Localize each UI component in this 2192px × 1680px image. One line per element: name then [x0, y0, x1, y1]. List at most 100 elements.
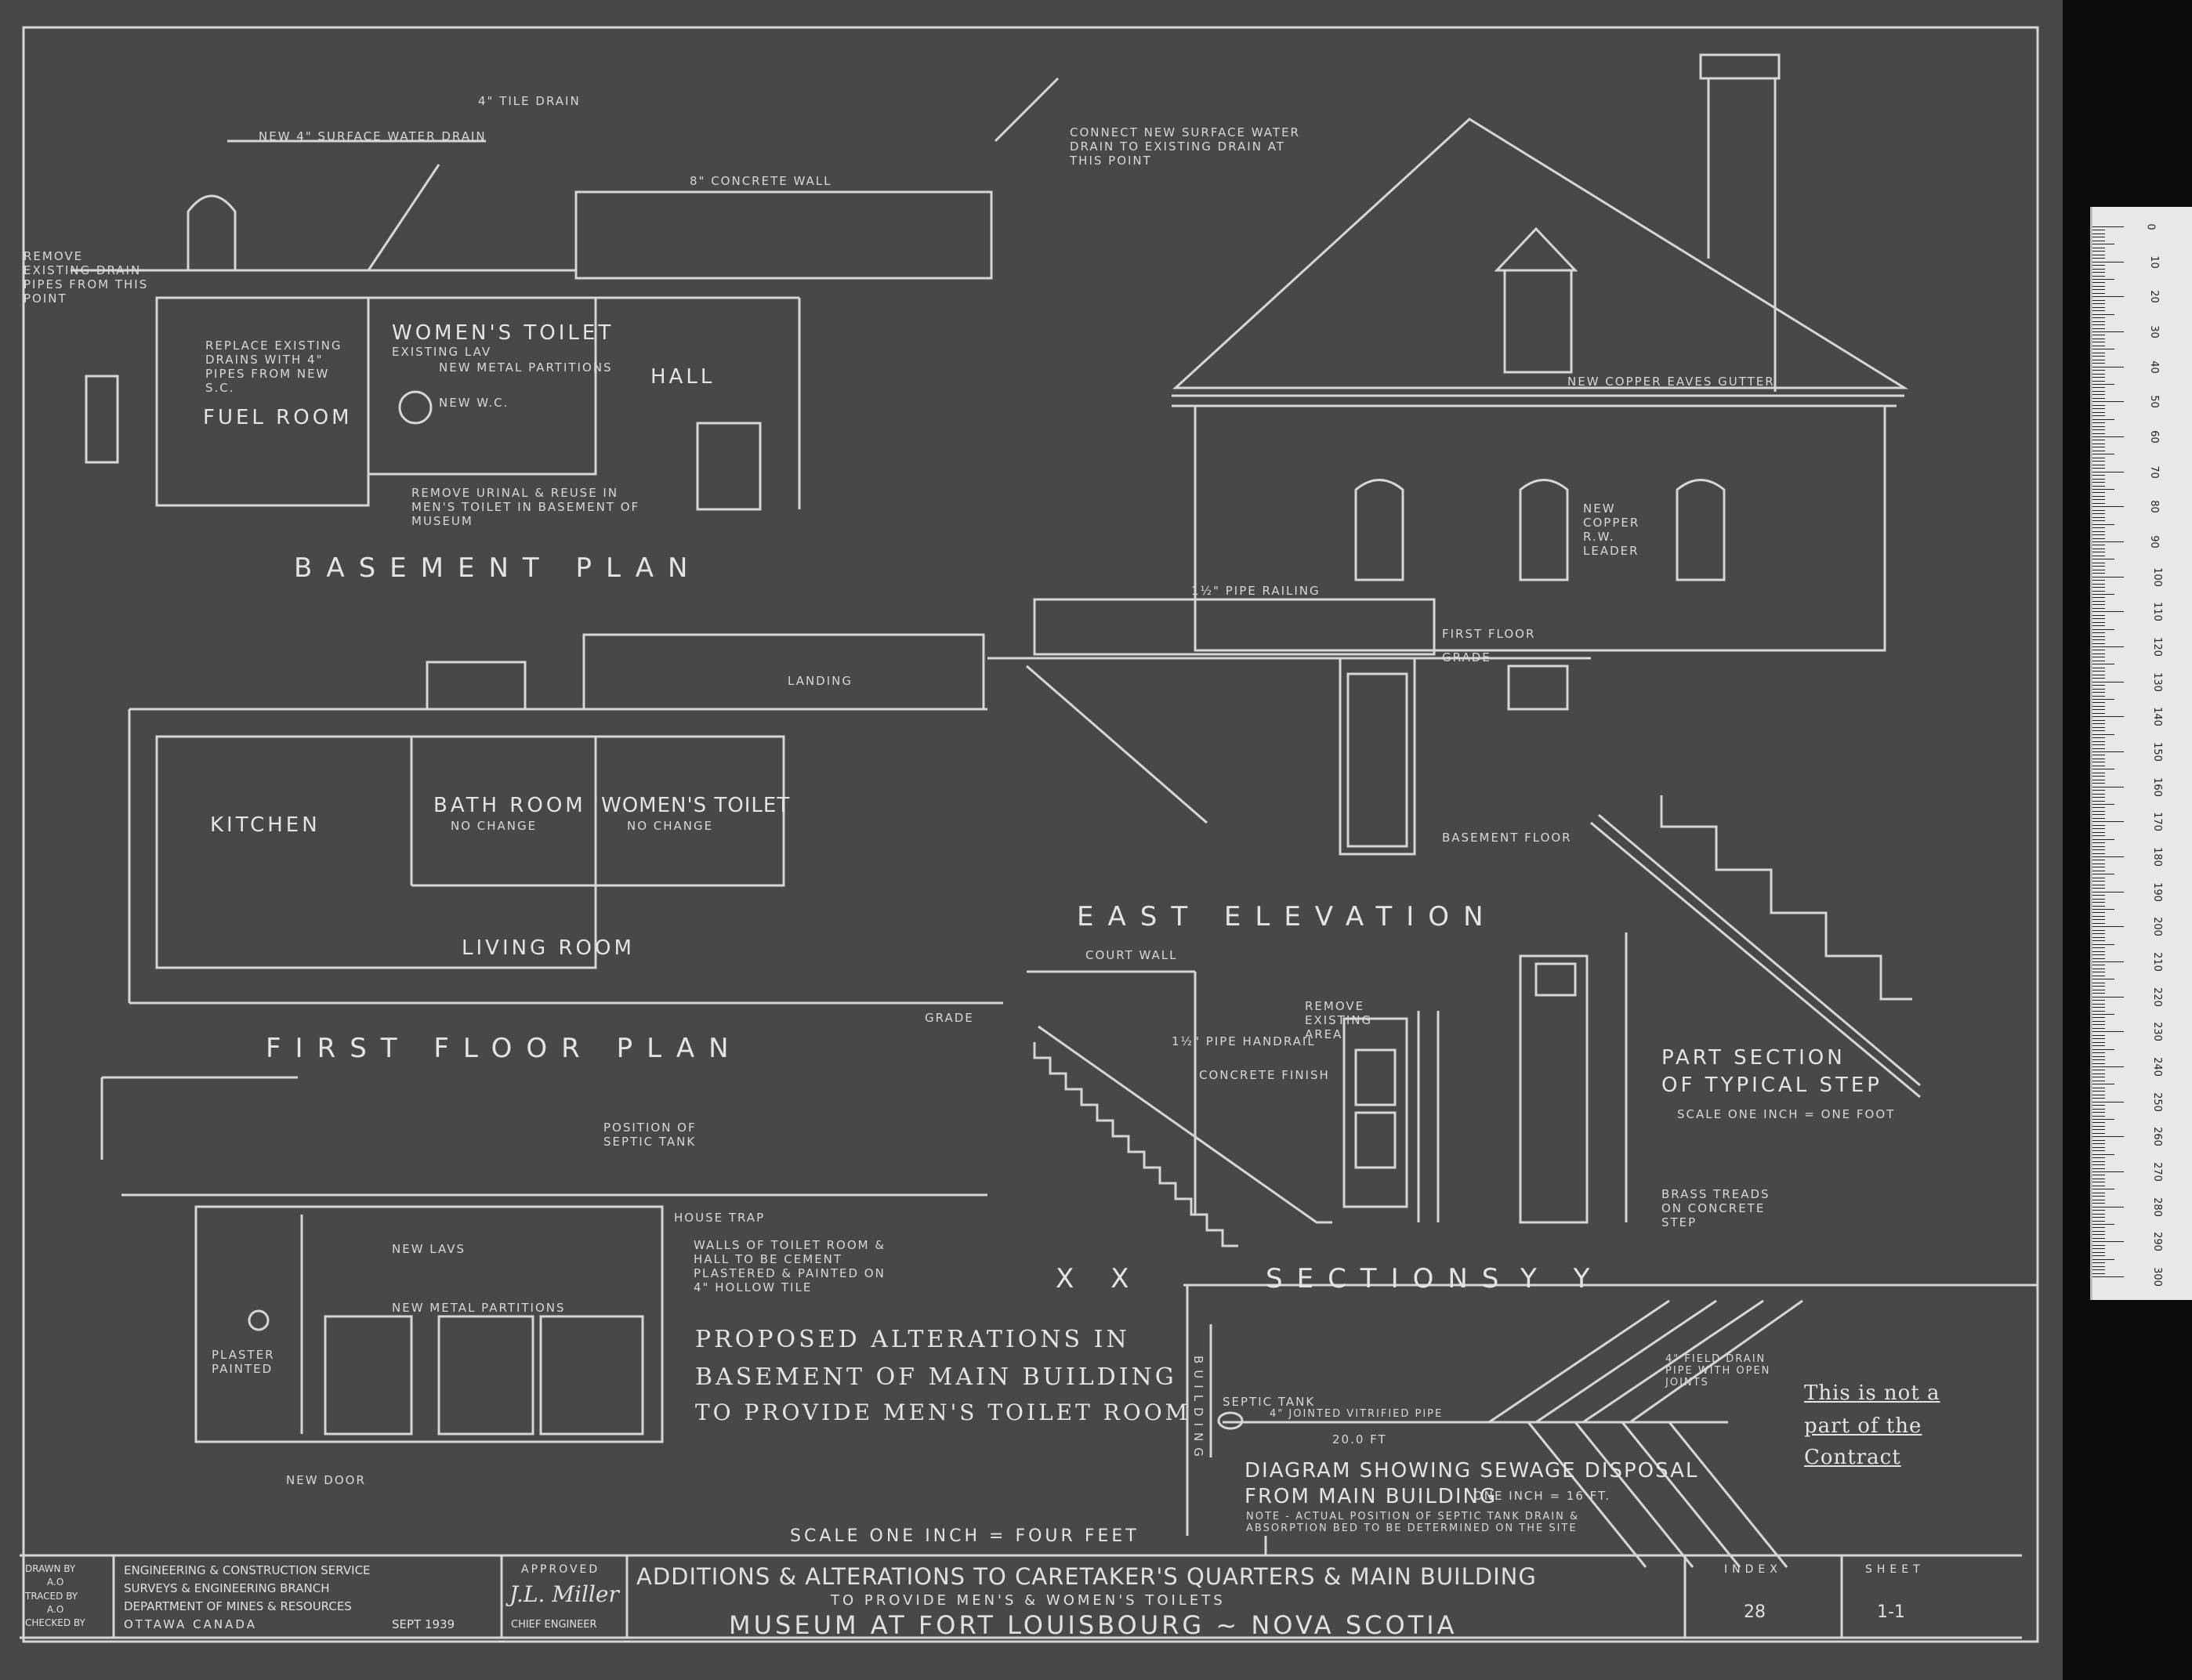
ruler-tick: [2092, 1007, 2105, 1008]
org-line3: DEPARTMENT OF MINES & RESOURCES: [124, 1599, 352, 1613]
ruler-tick: [2092, 1171, 2124, 1172]
ruler-tick: [2092, 929, 2105, 931]
ruler-tick: [2092, 523, 2114, 525]
ruler-number: 250: [2150, 1092, 2163, 1112]
no-change-note: NO CHANGE: [451, 819, 538, 833]
ruler-tick: [2092, 317, 2105, 319]
ruler-tick: [2092, 800, 2105, 802]
ruler-tick: [2092, 726, 2105, 728]
ruler-tick: [2092, 950, 2105, 952]
ruler-tick: [2092, 516, 2105, 518]
ruler-tick: [2092, 671, 2105, 672]
ruler-tick: [2092, 404, 2105, 406]
ruler-number: 270: [2150, 1162, 2163, 1182]
ruler-tick: [2092, 282, 2105, 284]
ruler-tick: [2092, 790, 2105, 791]
ruler-tick: [2092, 1265, 2105, 1267]
note: 1½" PIPE HANDRAIL: [1172, 1034, 1316, 1048]
note: BASEMENT FLOOR: [1442, 831, 1572, 845]
note: POSITION OF SEPTIC TANK: [603, 1121, 697, 1149]
ruler-tick: [2092, 1038, 2105, 1040]
ruler-tick: [2092, 909, 2114, 910]
blueprint-paper: [0, 0, 2063, 1680]
ruler-tick: [2092, 1206, 2124, 1208]
ruler-number: 90: [2147, 535, 2160, 549]
ruler-tick: [2092, 1139, 2105, 1141]
ruler-tick: [2092, 1160, 2105, 1162]
ruler-number: 300: [2150, 1267, 2163, 1287]
ruler-tick: [2092, 509, 2105, 511]
ruler-tick: [2092, 600, 2105, 602]
ruler-number: 10: [2147, 255, 2160, 269]
ruler-tick: [2092, 958, 2105, 959]
ruler-number: 290: [2150, 1232, 2163, 1252]
ruler-tick: [2092, 268, 2105, 270]
ruler-tick: [2092, 292, 2105, 294]
ruler-tick: [2092, 566, 2105, 567]
ruler-tick: [2092, 583, 2105, 585]
ruler-tick: [2092, 947, 2105, 949]
ruler-tick: [2092, 461, 2105, 462]
ruler-tick: [2092, 1227, 2105, 1229]
ruler-tick: [2092, 905, 2105, 907]
ruler-tick: [2092, 520, 2105, 522]
proposed-alterations-linework: [100, 1076, 1803, 1568]
no-change-note: NO CHANGE: [627, 819, 714, 833]
ruler-tick: [2092, 425, 2105, 427]
sheet-border: [22, 26, 2039, 1643]
ruler-tick: [2092, 797, 2105, 798]
ruler-tick: [2092, 1136, 2124, 1138]
ruler-tick: [2092, 1230, 2105, 1232]
ruler-tick: [2092, 1269, 2105, 1271]
ruler-tick: [2092, 614, 2105, 616]
note: COURT WALL: [1085, 948, 1178, 962]
ruler-tick: [2092, 821, 2124, 823]
ruler-tick: [2092, 1196, 2105, 1197]
ruler-number: 140: [2150, 707, 2163, 727]
ruler-number: 150: [2150, 742, 2163, 762]
ruler-tick: [2092, 415, 2105, 417]
ruler-tick: [2092, 366, 2124, 368]
note: REMOVE URINAL & REUSE IN MEN'S TOILET IN…: [411, 486, 640, 528]
ruler-tick: [2092, 1129, 2105, 1131]
chief-engineer-label: CHIEF ENGINEER: [511, 1619, 597, 1631]
ruler-tick: [2092, 845, 2105, 847]
ruler-tick: [2092, 331, 2124, 332]
ruler-tick: [2092, 849, 2105, 851]
ruler-tick: [2092, 828, 2105, 830]
ruler-tick: [2092, 1244, 2105, 1246]
traced-by-initials: A.O: [47, 1604, 64, 1615]
note: NEW METAL PARTITIONS: [392, 1301, 566, 1315]
ruler-tick: [2092, 961, 2124, 962]
ruler-tick: [2092, 831, 2105, 833]
sewage-distance: 20.0 FT: [1332, 1432, 1387, 1446]
first-floor-plan-title: FIRST FLOOR PLAN: [266, 1033, 743, 1064]
ruler-tick: [2092, 618, 2105, 620]
ruler-tick: [2092, 810, 2105, 812]
ruler-tick: [2092, 1020, 2105, 1022]
ruler-tick: [2092, 737, 2105, 739]
ruler-tick: [2092, 643, 2105, 644]
note: LANDING: [788, 674, 853, 688]
ruler-tick: [2092, 1045, 2105, 1047]
proposed-title-line2: BASEMENT OF MAIN BUILDING: [695, 1363, 1177, 1391]
ruler-tick: [2092, 289, 2105, 291]
sheet-number: 1-1: [1877, 1602, 1905, 1622]
note: NEW METAL PARTITIONS: [439, 360, 613, 375]
approval-signature: J.L. Miller: [509, 1581, 619, 1607]
note: REMOVE EXISTING DRAIN PIPES FROM THIS PO…: [24, 249, 149, 306]
ruler-tick: [2092, 482, 2105, 483]
ruler-number: 210: [2150, 952, 2163, 972]
ruler-tick: [2092, 607, 2105, 609]
ruler-tick: [2092, 856, 2124, 857]
ruler-number: 20: [2147, 290, 2160, 304]
ruler-tick: [2092, 306, 2105, 308]
ruler-tick: [2092, 881, 2105, 882]
basement-plan-linework: [71, 77, 1060, 511]
ruler-tick: [2092, 678, 2105, 679]
sewage-title-line2: FROM MAIN BUILDING: [1245, 1485, 1498, 1508]
ruler-tick: [2092, 328, 2105, 329]
ruler-tick: [2092, 1041, 2105, 1043]
section-x-label: X X: [1056, 1263, 1143, 1294]
note: CONNECT NEW SURFACE WATER DRAIN TO EXIST…: [1070, 125, 1300, 168]
